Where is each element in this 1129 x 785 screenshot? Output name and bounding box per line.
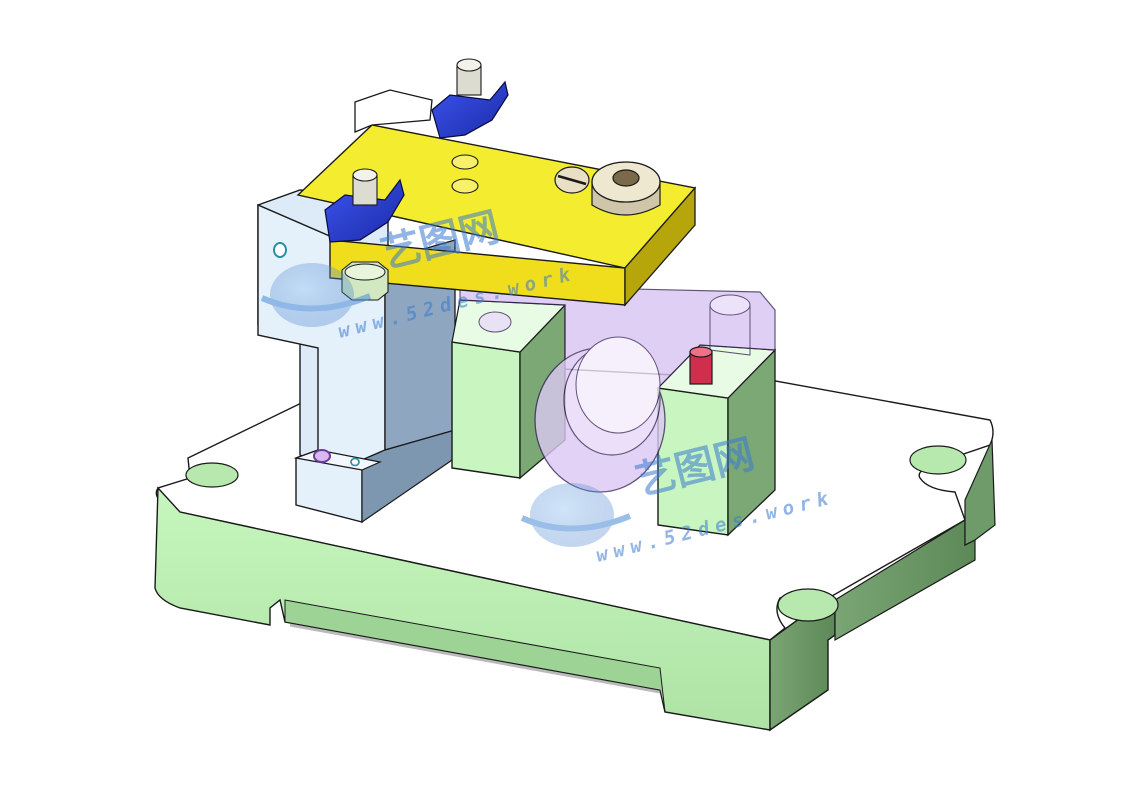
wing-nut-left — [324, 168, 405, 243]
workpiece — [459, 284, 776, 493]
clamp-hole-icon — [451, 178, 479, 194]
clamp-hole-icon — [451, 154, 479, 170]
dowel-hole-icon — [273, 242, 287, 258]
wing-nut-right — [431, 58, 509, 139]
globe-logo-icon — [530, 483, 614, 547]
pin-hole-icon — [350, 457, 360, 467]
adjusting-washer — [554, 161, 661, 216]
globe-logo-icon — [270, 263, 354, 327]
locating-pin — [689, 346, 713, 385]
top-clamp-plate — [296, 89, 697, 307]
screw-hole-icon — [313, 449, 331, 463]
